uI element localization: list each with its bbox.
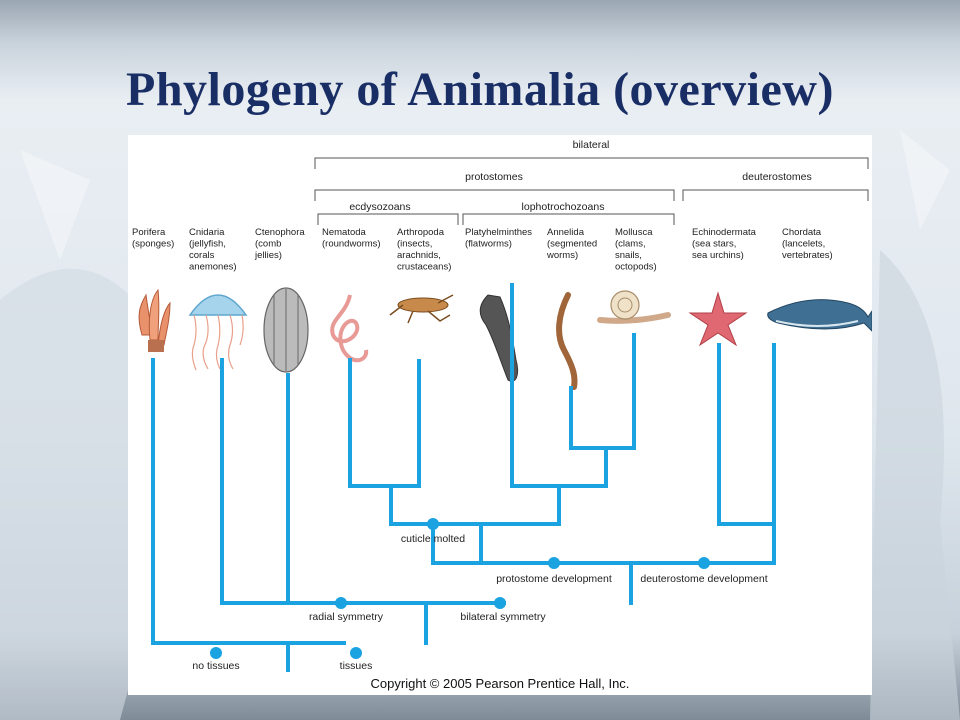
- lophotrochozoans-bracket: [462, 213, 675, 225]
- phylogeny-diagram: bilateral protostomes deuterostomes ecdy…: [128, 135, 872, 695]
- taxon-label-line: (sponges): [132, 239, 174, 250]
- taxon-label: Arthropoda(insects,arachnids,crustaceans…: [397, 227, 451, 273]
- tree-lines: [151, 283, 776, 672]
- group-ecdysozoans: ecdysozoans: [349, 201, 410, 213]
- bilateral-bracket: [314, 157, 869, 169]
- comb-jelly-illustration: [263, 287, 309, 373]
- taxon-label-line: arachnids,: [397, 250, 441, 261]
- taxon-label-line: jellies): [254, 250, 282, 261]
- taxon-label: Echinodermata(sea stars,sea urchins): [692, 227, 757, 261]
- taxon-label-line: (segmented: [547, 239, 597, 250]
- taxon-label-line: anemones): [189, 262, 237, 273]
- taxon-label-line: (flatworms): [465, 239, 512, 250]
- taxon-label-line: corals: [189, 250, 215, 261]
- jellyfish-illustration: [188, 294, 248, 371]
- copyright-notice: Copyright © 2005 Pearson Prentice Hall, …: [371, 676, 630, 691]
- taxon-label-line: Arthropoda: [397, 227, 445, 238]
- taxon-label: Nematoda(roundworms): [322, 227, 381, 250]
- taxon-label-line: worms): [546, 250, 578, 261]
- sea-star-illustration: [688, 291, 748, 347]
- phylogeny-svg: bilateral protostomes deuterostomes ecdy…: [132, 139, 872, 691]
- taxon-label-line: Chordata: [782, 227, 822, 238]
- taxon-label-line: Annelida: [547, 227, 585, 238]
- group-protostomes: protostomes: [465, 171, 523, 183]
- taxon-label: Platyhelminthes(flatworms): [465, 227, 532, 250]
- deuterostomes-bracket: [682, 189, 869, 201]
- sponge-illustration: [138, 288, 171, 352]
- taxon-labels: Porifera(sponges) Cnidaria(jellyfish,cora…: [132, 227, 833, 273]
- node-no-tissues: no tissues: [192, 660, 239, 672]
- taxon-label-line: (sea stars,: [692, 239, 736, 250]
- taxon-label-line: vertebrates): [782, 250, 833, 261]
- taxon-label-line: Cnidaria: [189, 227, 225, 238]
- taxon-label: Chordata(lancelets,vertebrates): [782, 227, 833, 261]
- node-markers: [210, 518, 710, 659]
- taxon-label-line: Porifera: [132, 227, 166, 238]
- group-deuterostomes: deuterostomes: [742, 171, 811, 183]
- taxon-label-line: octopods): [615, 262, 657, 273]
- node-deuterostome-development: deuterostome development: [640, 573, 767, 585]
- taxon-label-line: Echinodermata: [692, 227, 757, 238]
- taxon-label-line: Mollusca: [615, 227, 653, 238]
- group-lophotrochozoans: lophotrochozoans: [522, 201, 605, 213]
- taxon-label-line: (lancelets,: [782, 239, 825, 250]
- grasshopper-illustration: [389, 294, 454, 324]
- taxon-label-line: snails,: [615, 250, 642, 261]
- taxon-label-line: (insects,: [397, 239, 432, 250]
- roundworm-illustration: [330, 294, 369, 363]
- taxon-label-line: Ctenophora: [255, 227, 305, 238]
- group-bilateral: bilateral: [573, 139, 610, 151]
- node-tissues: tissues: [340, 660, 373, 672]
- node-protostome-development: protostome development: [496, 573, 612, 585]
- node-bilateral-symmetry: bilateral symmetry: [460, 611, 546, 623]
- taxon-label-line: (jellyfish,: [189, 239, 226, 250]
- taxon-label-line: Platyhelminthes: [465, 227, 532, 238]
- taxon-label: Mollusca(clams,snails,octopods): [615, 227, 657, 273]
- protostomes-bracket: [314, 189, 675, 201]
- taxon-label-line: (roundworms): [322, 239, 381, 250]
- node-cuticle-molted: cuticle molted: [401, 533, 465, 545]
- node-radial-symmetry: radial symmetry: [309, 611, 384, 623]
- slide-title: Phylogeny of Animalia (overview): [126, 63, 834, 116]
- taxon-label-line: (clams,: [615, 239, 646, 250]
- whale-illustration: [767, 299, 872, 332]
- ecdysozoans-bracket: [317, 213, 459, 225]
- snail-illustration: [597, 290, 671, 324]
- segmented-worm-illustration: [556, 292, 578, 390]
- taxon-label-line: sea urchins): [692, 250, 744, 261]
- taxon-label: Porifera(sponges): [132, 227, 174, 250]
- taxon-label-line: Nematoda: [322, 227, 367, 238]
- taxon-label-line: crustaceans): [397, 262, 451, 273]
- taxon-label-line: (comb: [255, 239, 281, 250]
